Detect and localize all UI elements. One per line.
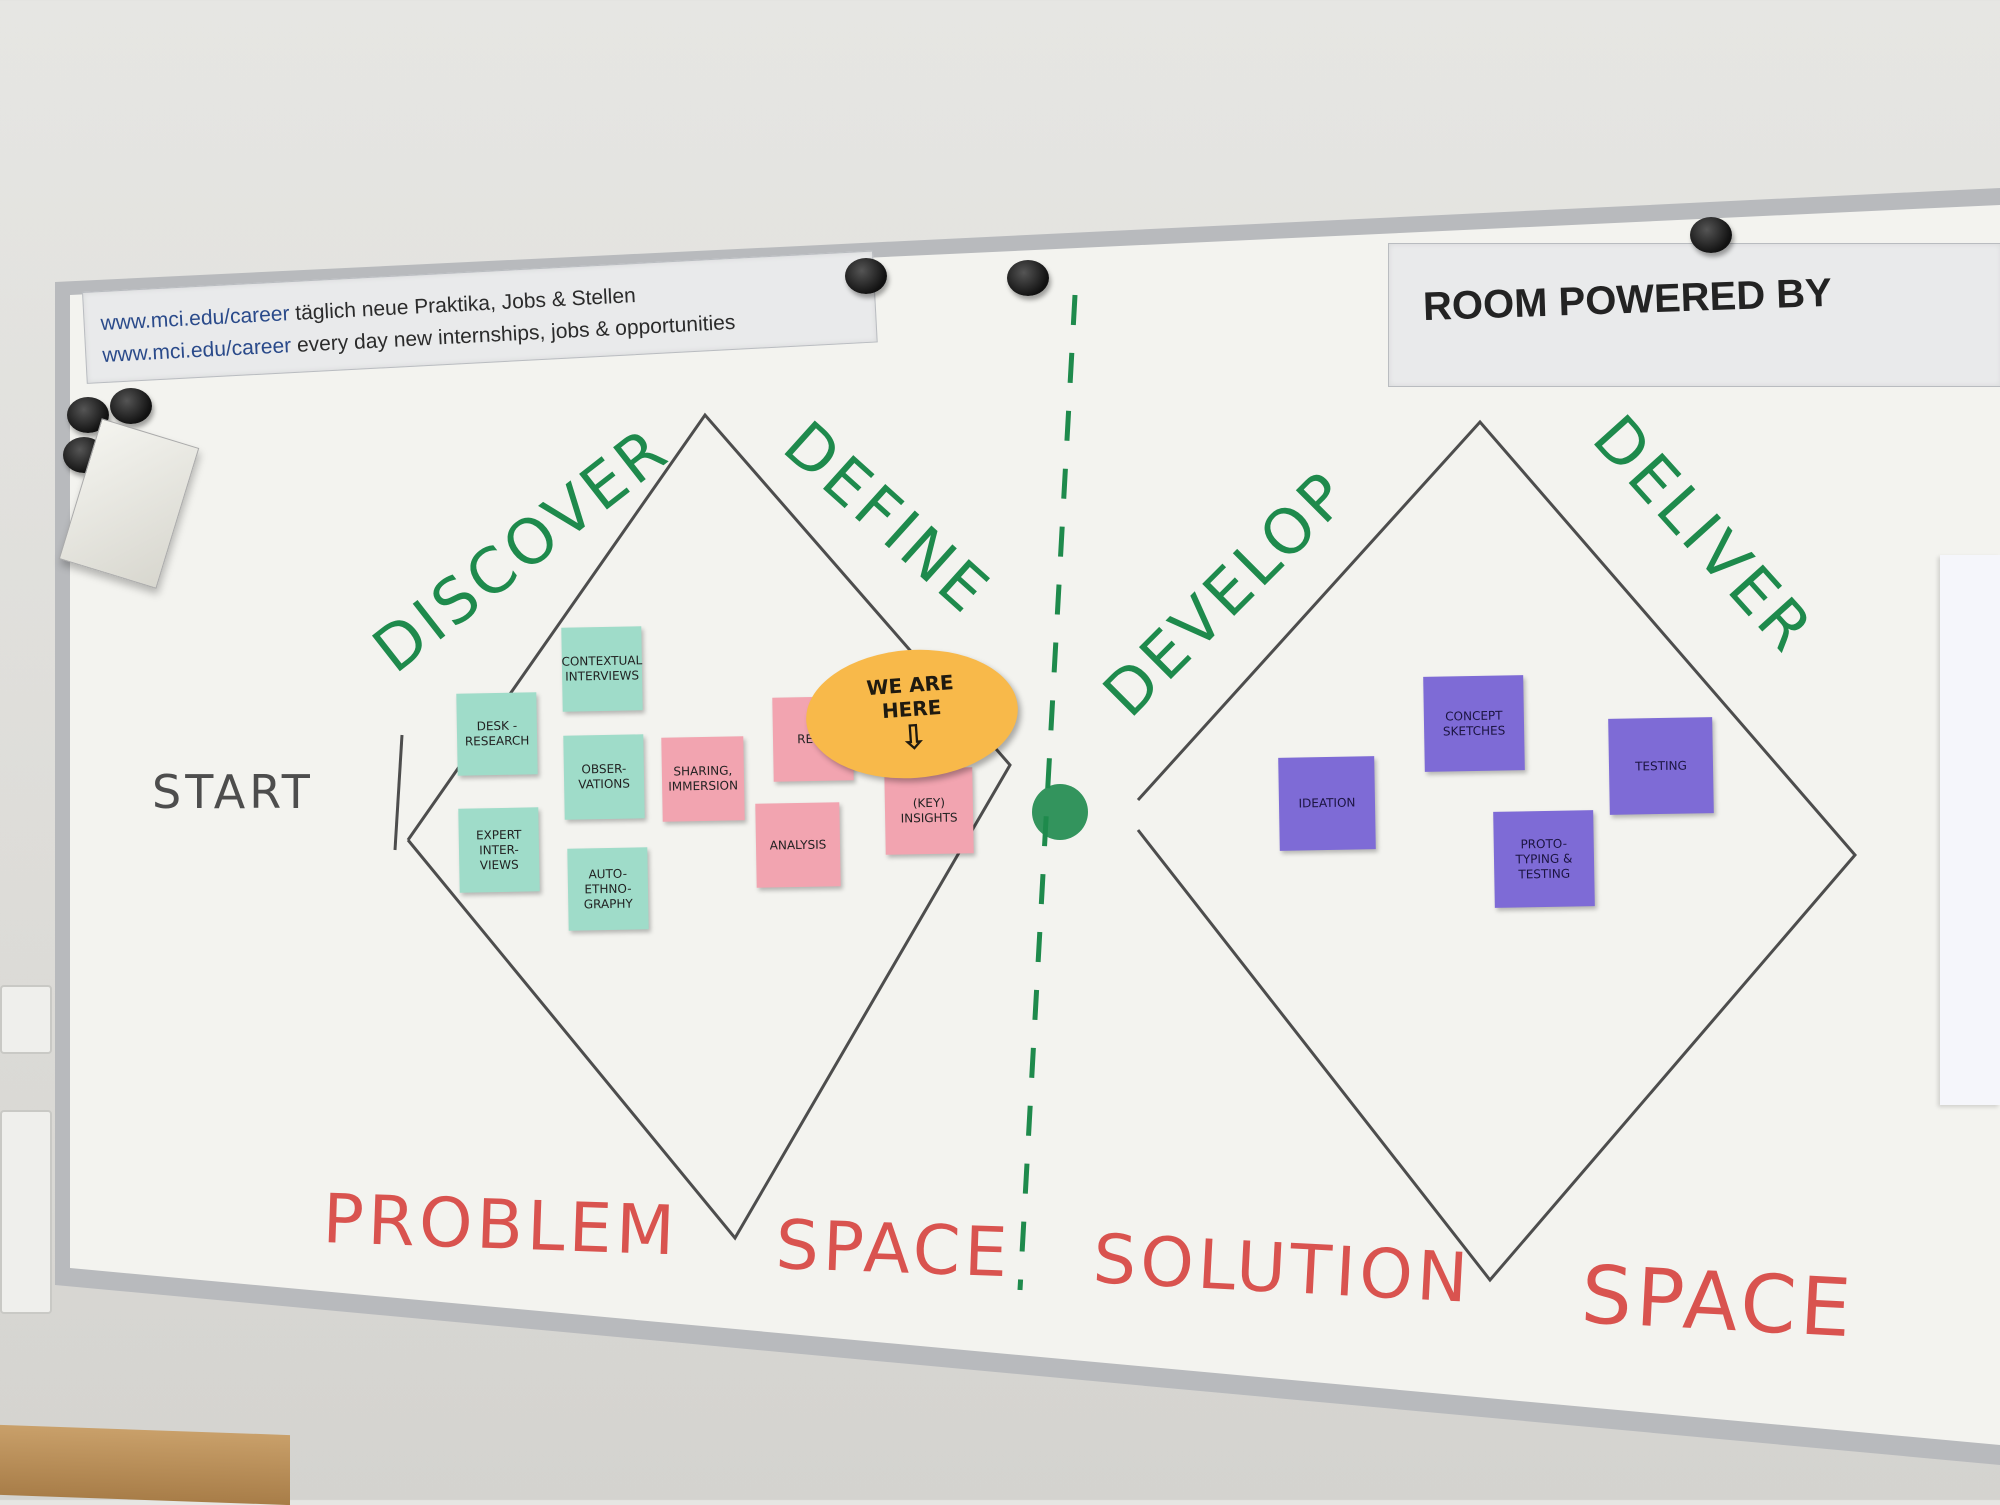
double-diamond [393, 412, 1857, 1283]
sticky-note[interactable]: Concept Sketches [1423, 675, 1525, 772]
wall-socket [0, 985, 52, 1054]
sticky-note[interactable]: Sharing, Immersion [661, 736, 745, 822]
sticky-note[interactable]: Analysis [755, 802, 841, 888]
down-arrow-icon: ⇩ [898, 716, 930, 759]
start-bracket [393, 734, 404, 851]
diamond-left [406, 412, 1012, 1241]
sticky-note[interactable]: Obser- vations [563, 734, 645, 820]
sticky-note[interactable]: Expert Inter- views [458, 807, 540, 893]
center-dot [1032, 784, 1088, 840]
diamond-right [1136, 419, 1857, 1283]
sticky-note[interactable]: Auto- Ethno- graphy [567, 847, 649, 931]
magnet[interactable] [845, 258, 887, 294]
space-problem: PROBLEM [321, 1180, 679, 1271]
divider-dashed-line [1017, 294, 1078, 1291]
start-label: START [152, 765, 314, 819]
space-space-right: SPACE [1579, 1248, 1857, 1355]
sticky-note[interactable]: Desk -Research [456, 692, 538, 776]
magnet[interactable] [1690, 217, 1732, 253]
sticky-note[interactable]: Contextual Interviews [561, 626, 643, 712]
paper-sheet [1940, 555, 2000, 1105]
sticky-note[interactable]: Testing [1608, 717, 1714, 815]
space-space-left: SPACE [774, 1206, 1012, 1293]
whiteboard-surface [70, 205, 2000, 1445]
career-url-1[interactable]: www.mci.edu/career [100, 302, 291, 336]
sticky-note[interactable]: Ideation [1278, 756, 1376, 851]
magnet[interactable] [1007, 260, 1049, 296]
sponsor-banner-text: ROOM POWERED BY [1422, 270, 1833, 330]
sticky-note[interactable]: Proto- typing & Testing [1493, 810, 1595, 908]
callout-line-1: We are [865, 670, 955, 701]
magnet[interactable] [110, 388, 152, 424]
sticky-note[interactable]: (Key) Insights [884, 767, 974, 855]
light-switch [0, 1110, 52, 1314]
career-url-2[interactable]: www.mci.edu/career [101, 334, 292, 368]
sponsor-banner: ROOM POWERED BY [1388, 243, 2000, 387]
